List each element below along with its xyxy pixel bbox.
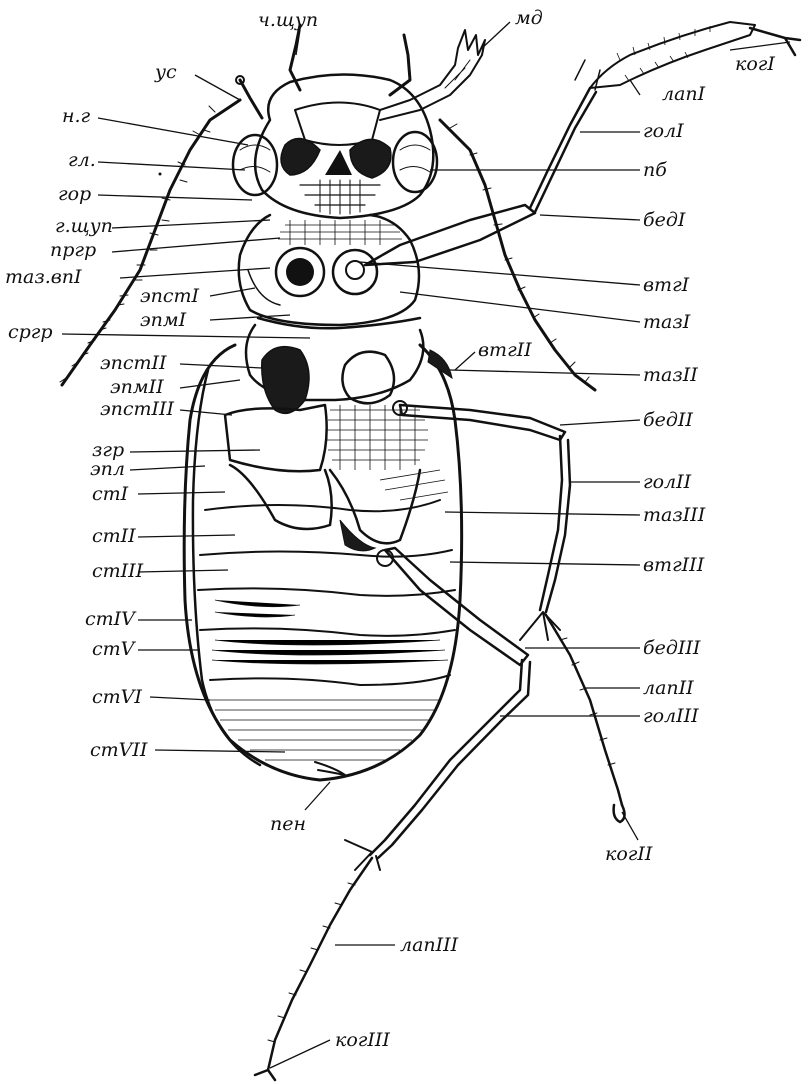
- label-prgr: пргр: [50, 239, 96, 261]
- left-palp: [240, 80, 262, 118]
- label-gor: гор: [58, 183, 91, 205]
- label-golIII: голIII: [643, 705, 699, 727]
- label-gl: гл.: [68, 149, 96, 171]
- right-eye: [393, 132, 437, 192]
- label-srgr: сргр: [8, 321, 53, 343]
- label-tazII: тазII: [643, 364, 698, 386]
- label-stVI: стVI: [92, 686, 142, 708]
- label-tazIII: тазIII: [643, 504, 706, 526]
- label-epstII: эпстII: [100, 352, 167, 374]
- fore-coxa-right: [333, 250, 377, 294]
- label-lapI: лапI: [662, 83, 706, 105]
- penis: [315, 762, 345, 775]
- beetle-illustration: [60, 22, 800, 1080]
- leader-lines: [62, 22, 790, 1068]
- label-taz-vpI: таз.впI: [5, 266, 82, 288]
- label-golI: голI: [643, 120, 684, 142]
- label-kogII: когII: [605, 843, 653, 865]
- label-md: мд: [515, 7, 543, 29]
- label-bedIII: бедIII: [643, 637, 701, 659]
- label-vtgI: втгI: [643, 274, 690, 296]
- label-us: ус: [154, 61, 177, 83]
- label-pen: пен: [270, 813, 306, 835]
- abdomen: [184, 345, 461, 780]
- label-kogIII: когIII: [335, 1029, 390, 1051]
- label-chshchup: ч.щуп: [258, 9, 318, 31]
- thorax-mid: [225, 318, 428, 471]
- prothorax: [239, 215, 419, 325]
- label-lapII: лапII: [643, 677, 694, 699]
- mid-leg: [400, 405, 625, 822]
- head: [233, 74, 437, 218]
- label-golII: голII: [643, 471, 692, 493]
- label-pb: пб: [643, 159, 667, 181]
- label-stI: стI: [92, 483, 129, 505]
- label-lapIII: лапIII: [400, 934, 459, 956]
- label-stIII: стIII: [92, 560, 144, 582]
- label-bedII: бедII: [643, 409, 693, 431]
- label-gshchup: г.щуп: [55, 215, 113, 237]
- label-epmI: эпмI: [140, 309, 187, 331]
- label-ng: н.г: [62, 105, 91, 127]
- label-epmII: эпмII: [110, 376, 164, 398]
- label-bedI: бедI: [643, 209, 686, 231]
- label-epstI: эпстI: [140, 285, 200, 307]
- label-vtgII: втгII: [478, 339, 532, 361]
- label-stIV: стIV: [85, 608, 137, 630]
- label-epstIII: эпстIII: [100, 398, 175, 420]
- label-epl: эпл: [90, 458, 125, 480]
- label-kogI: когI: [735, 53, 775, 75]
- label-stII: стII: [92, 525, 136, 547]
- mandible: [380, 30, 485, 120]
- label-vtgIII: втгIII: [643, 554, 705, 576]
- label-stVII: стVII: [90, 739, 148, 761]
- label-tazI: тазI: [643, 311, 691, 333]
- label-stV: стV: [92, 638, 137, 660]
